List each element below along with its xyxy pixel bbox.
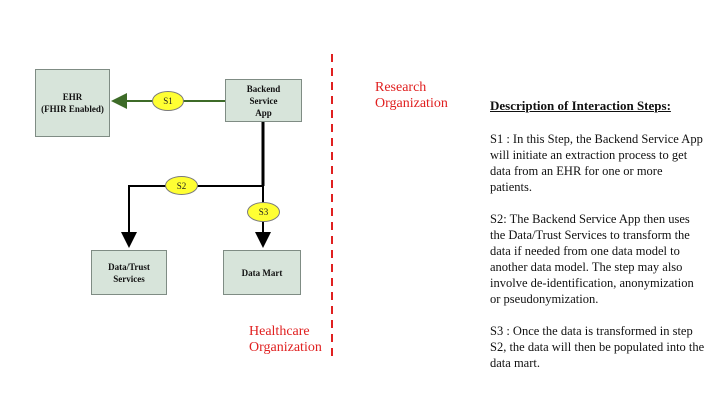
- backend-label-1: Backend: [246, 83, 281, 94]
- data-mart-box: Data Mart: [223, 250, 301, 295]
- trust-label-2: Services: [113, 273, 145, 284]
- step-s3-label: S3: [258, 207, 269, 217]
- description-step-s2: S2: The Backend Service App then uses th…: [490, 212, 694, 306]
- ehr-sublabel: (FHIR Enabled): [41, 104, 104, 114]
- step-s1-badge: S1: [152, 91, 184, 111]
- description-panel: Description of Interaction Steps: S1 : I…: [490, 98, 705, 387]
- ehr-box: EHR (FHIR Enabled): [35, 69, 110, 137]
- healthcare-line-1: Healthcare: [249, 324, 310, 339]
- description-step-s1: S1 : In this Step, the Backend Service A…: [490, 132, 703, 194]
- research-organization-label: Research Organization: [375, 80, 448, 112]
- backend-label-2: Service: [249, 95, 278, 106]
- description-step-s3: S3 : Once the data is transformed in ste…: [490, 324, 705, 370]
- ehr-label: EHR: [62, 92, 83, 102]
- research-line-1: Research: [375, 80, 427, 95]
- step-s3-badge: S3: [247, 202, 280, 222]
- healthcare-line-2: Organization: [249, 340, 322, 355]
- research-line-2: Organization: [375, 96, 448, 111]
- step-s2-label: S2: [176, 180, 187, 191]
- backend-label-3: App: [255, 107, 272, 118]
- step-s2-badge: S2: [165, 176, 198, 195]
- trust-label-1: Data/Trust: [108, 261, 150, 272]
- description-title: Description of Interaction Steps:: [490, 98, 671, 113]
- mart-label: Data Mart: [241, 267, 283, 278]
- step-s1-label: S1: [163, 96, 173, 106]
- healthcare-organization-label: Healthcare Organization: [249, 324, 322, 356]
- data-trust-services-box: Data/Trust Services: [91, 250, 167, 295]
- backend-service-app-box: Backend Service App: [225, 79, 302, 122]
